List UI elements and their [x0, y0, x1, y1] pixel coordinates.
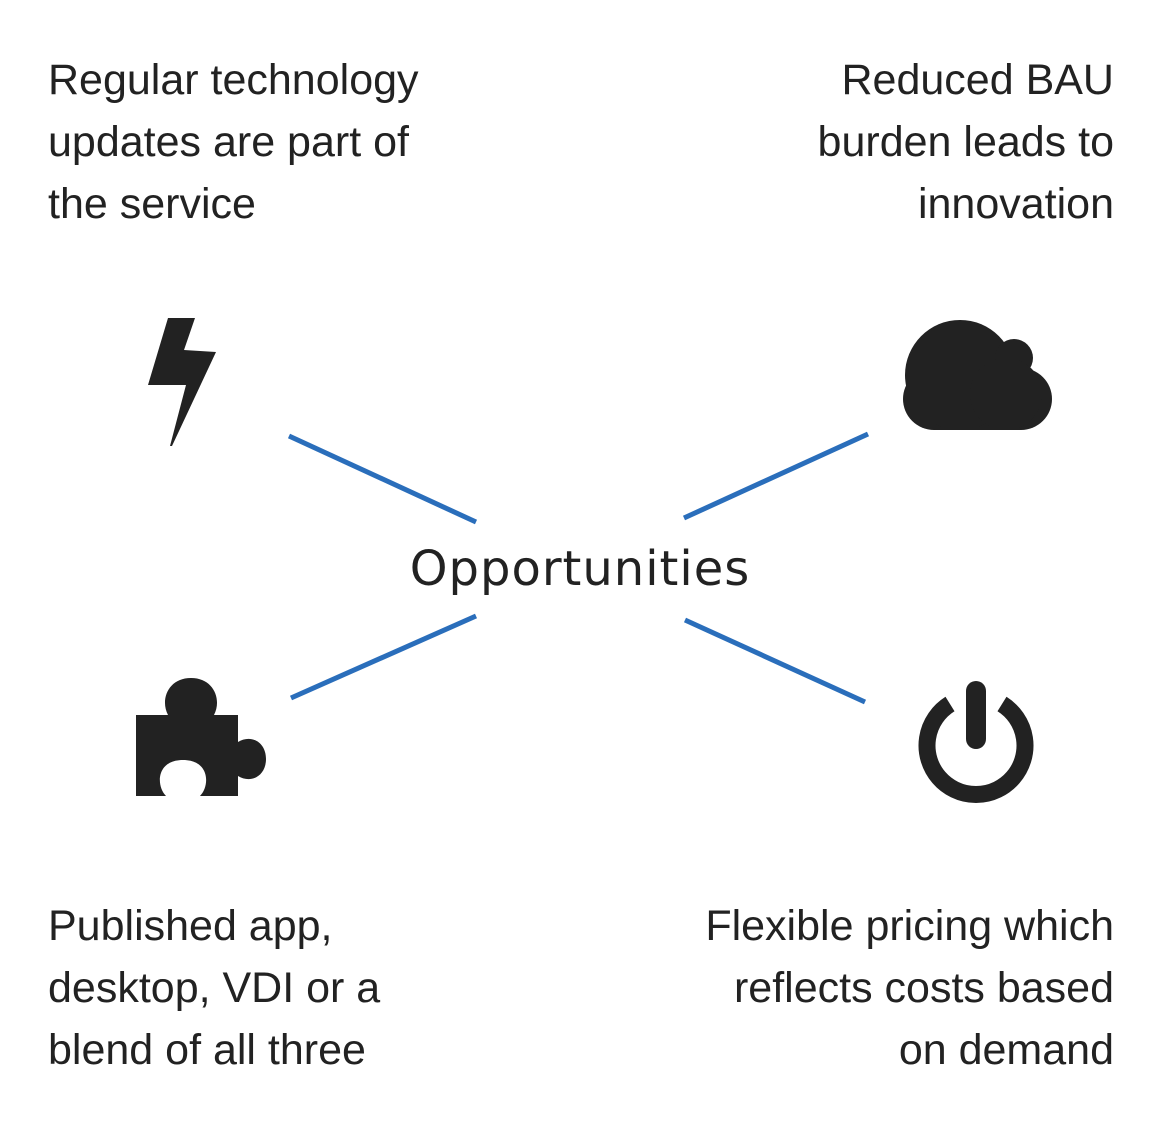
- item-text-top-left: Regular technology updates are part of t…: [48, 49, 518, 235]
- center-title: Opportunities: [409, 541, 751, 597]
- item-text-bottom-left: Published app, desktop, VDI or a blend o…: [48, 895, 518, 1081]
- item-text-line: desktop, VDI or a: [48, 964, 381, 1012]
- item-text-line: on demand: [898, 1026, 1114, 1074]
- item-text-line: burden leads to: [817, 118, 1114, 166]
- item-text-bottom-right: Flexible pricing which reflects costs ba…: [594, 895, 1114, 1081]
- item-text-line: Reduced BAU: [841, 56, 1115, 104]
- item-text-line: innovation: [917, 180, 1114, 228]
- item-text-line: Published app,: [48, 902, 333, 950]
- item-text-line: blend of all three: [48, 1026, 366, 1074]
- power-icon: [918, 681, 1034, 804]
- item-text-line: Flexible pricing which: [705, 902, 1114, 950]
- item-text-line: Regular technology: [48, 56, 419, 104]
- item-text-line: the service: [48, 180, 256, 228]
- connector-bottom-right: [683, 617, 867, 705]
- cloud-icon: [903, 320, 1052, 430]
- connector-top-right: [682, 431, 870, 521]
- puzzle-piece-icon: [136, 678, 266, 796]
- connector-lines: [287, 431, 870, 705]
- lightning-bolt-icon: [148, 318, 216, 446]
- item-text-top-right: Reduced BAU burden leads to innovation: [644, 49, 1114, 235]
- connector-bottom-left: [289, 613, 478, 701]
- item-text-line: updates are part of: [48, 118, 409, 166]
- item-text-line: reflects costs based: [733, 964, 1114, 1012]
- connector-top-left: [287, 433, 478, 525]
